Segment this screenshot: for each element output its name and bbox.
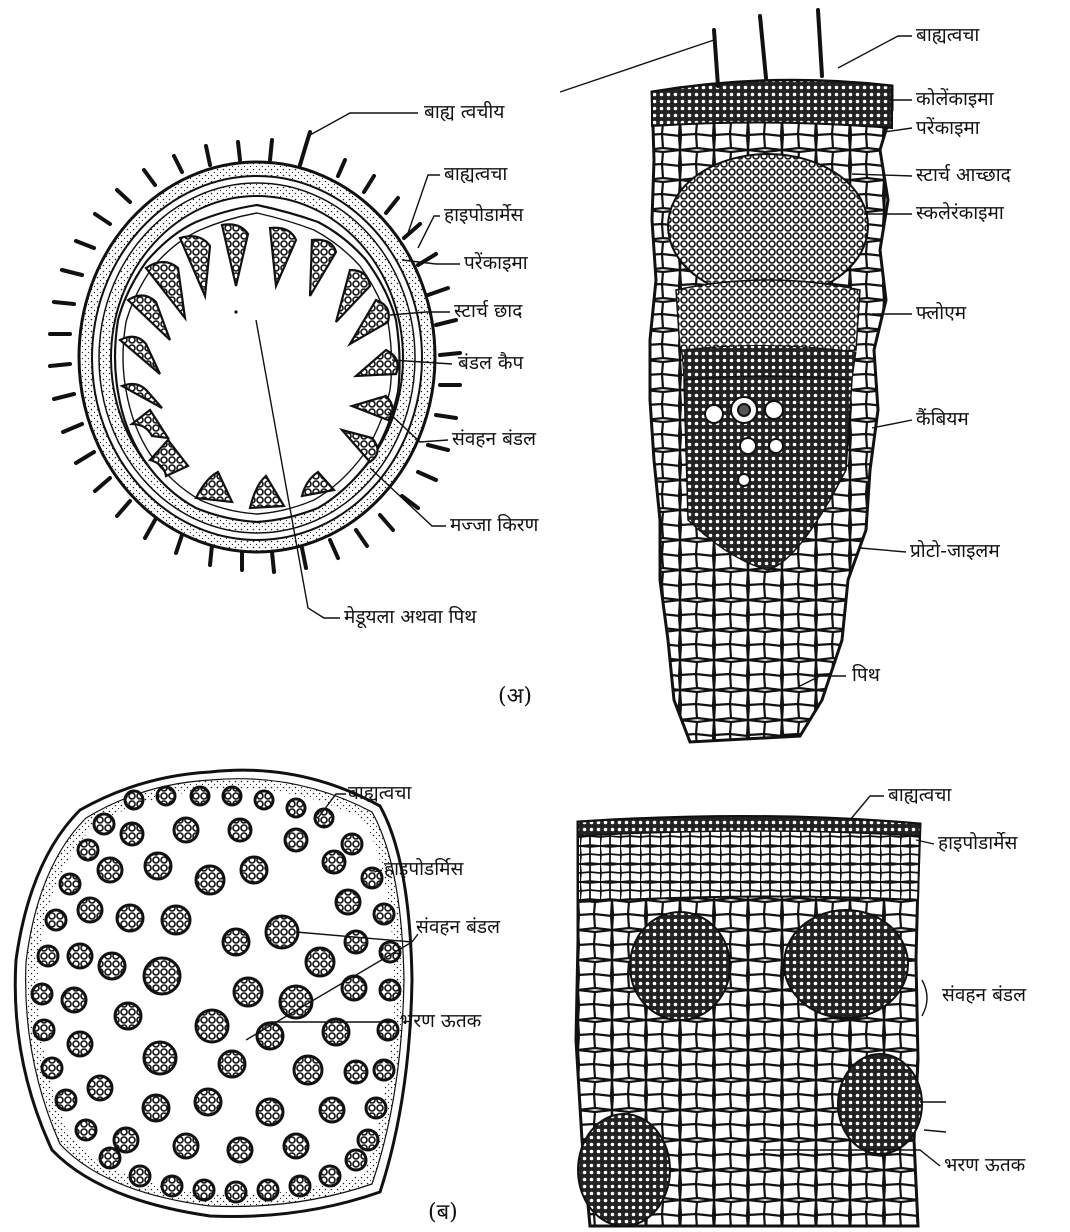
figure-a-detail bbox=[560, 10, 912, 742]
label-phloem: फ्लोएम bbox=[916, 304, 966, 323]
label-cambium: कैंबियम bbox=[916, 410, 969, 429]
label-medullary-ray: मज्जा किरण bbox=[450, 516, 538, 535]
label-epidermis-b: बाह्यत्वचा bbox=[348, 784, 411, 803]
label-epidermis-a-detail: बाह्यत्वचा bbox=[916, 26, 979, 45]
label-ground-tissue-b-detail: भरण ऊतक bbox=[944, 1156, 1025, 1175]
label-parenchyma-a-detail: परेंकाइमा bbox=[916, 119, 980, 138]
detail-b-bundle-1 bbox=[630, 912, 730, 1020]
label-epidermis-b-detail: बाह्यत्वचा bbox=[888, 786, 951, 805]
label-ground-tissue-b: भरण ऊतक bbox=[400, 1012, 481, 1031]
label-bundle-cap: बंडल कैप bbox=[458, 354, 523, 373]
sclerenchyma-cap bbox=[668, 154, 868, 298]
root-hairs bbox=[714, 10, 822, 86]
label-protoxylem: प्रोटो-जाइलम bbox=[910, 542, 1000, 561]
label-medulla-pith: मेडूयला अथवा पिथ bbox=[344, 608, 476, 627]
label-vascular-bundle-b-detail: संवहन बंडल bbox=[942, 986, 1026, 1005]
label-parenchyma-a: परेंकाइमा bbox=[464, 254, 528, 273]
detail-b-bundle-2 bbox=[784, 910, 908, 1018]
label-hypodermis-b: हाइपोडर्मिस bbox=[384, 860, 463, 879]
caption-b: (ब) bbox=[428, 1196, 458, 1226]
label-vascular-bundle-b: संवहन बंडल bbox=[416, 918, 500, 937]
cambium-zone bbox=[682, 345, 856, 380]
phloem-zone bbox=[676, 280, 860, 355]
figure-b-detail bbox=[576, 796, 946, 1226]
figure-b-ts bbox=[15, 770, 418, 1216]
label-epidermal-hair: बाह्य त्वचीय bbox=[424, 103, 504, 122]
label-starch-sheath-a: स्टार्च छाद bbox=[454, 302, 522, 321]
caption-a: (अ) bbox=[498, 680, 532, 710]
detail-b-bundle-4 bbox=[578, 1114, 670, 1226]
collenchyma-band bbox=[652, 80, 892, 128]
label-vascular-bundle-a: संवहन बंडल bbox=[452, 430, 536, 449]
label-sclerenchyma: स्कलेरंकाइमा bbox=[916, 204, 1004, 223]
figure-a-ts bbox=[50, 113, 460, 618]
label-hypodermis-a: हाइपोडार्मेस bbox=[444, 206, 523, 225]
label-collenchyma: कोलेंकाइमा bbox=[916, 90, 994, 109]
label-starch-sheath-a-detail: स्टार्च आच्छाद bbox=[916, 166, 1011, 185]
label-pith-a-detail: पिथ bbox=[852, 666, 880, 685]
label-hypodermis-b-detail: हाइपोडार्मेस bbox=[938, 834, 1017, 853]
label-epidermis-a: बाह्यत्वचा bbox=[444, 165, 507, 184]
detail-b-bundle-3 bbox=[838, 1054, 922, 1154]
